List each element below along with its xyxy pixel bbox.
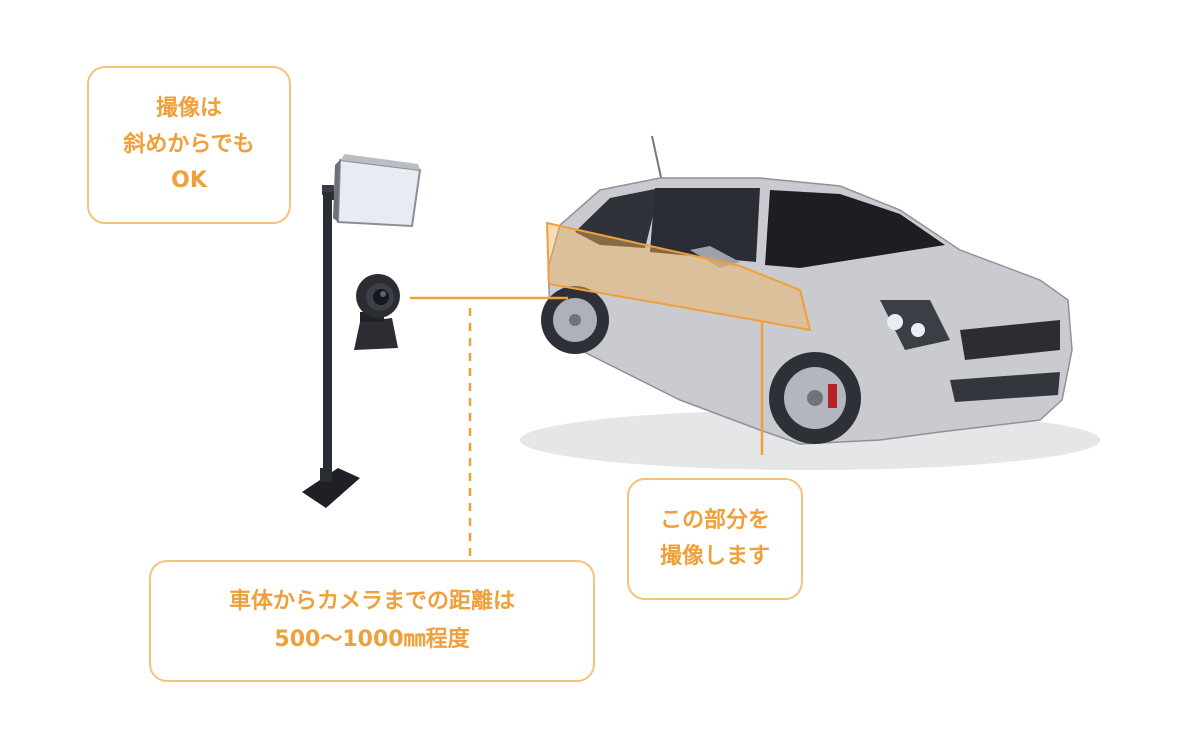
callout-distance-line-1: 車体からカメラまでの距離は [228, 589, 515, 614]
callout-area-line-1: この部分を [659, 508, 770, 533]
capture-region-highlight [545, 221, 812, 332]
camera-icon [354, 274, 400, 350]
callout-angle-line-3: OK [171, 168, 207, 193]
callout-angle-line-2: 斜めからでも [123, 132, 255, 157]
light-stand [302, 185, 360, 508]
callout-capture-area: この部分を 撮像します [627, 478, 803, 600]
callout-area-line-2: 撮像します [659, 544, 770, 569]
car-illustration [520, 135, 1100, 470]
light-panel-icon [333, 154, 422, 228]
callout-distance-note: 車体からカメラまでの距離は 500〜1000㎜程度 [149, 560, 595, 682]
callout-angle-line-1: 撮像は [155, 96, 222, 121]
callout-angle-note: 撮像は 斜めからでも OK [87, 66, 291, 224]
callout-distance-line-2: 500〜1000㎜程度 [274, 627, 470, 652]
